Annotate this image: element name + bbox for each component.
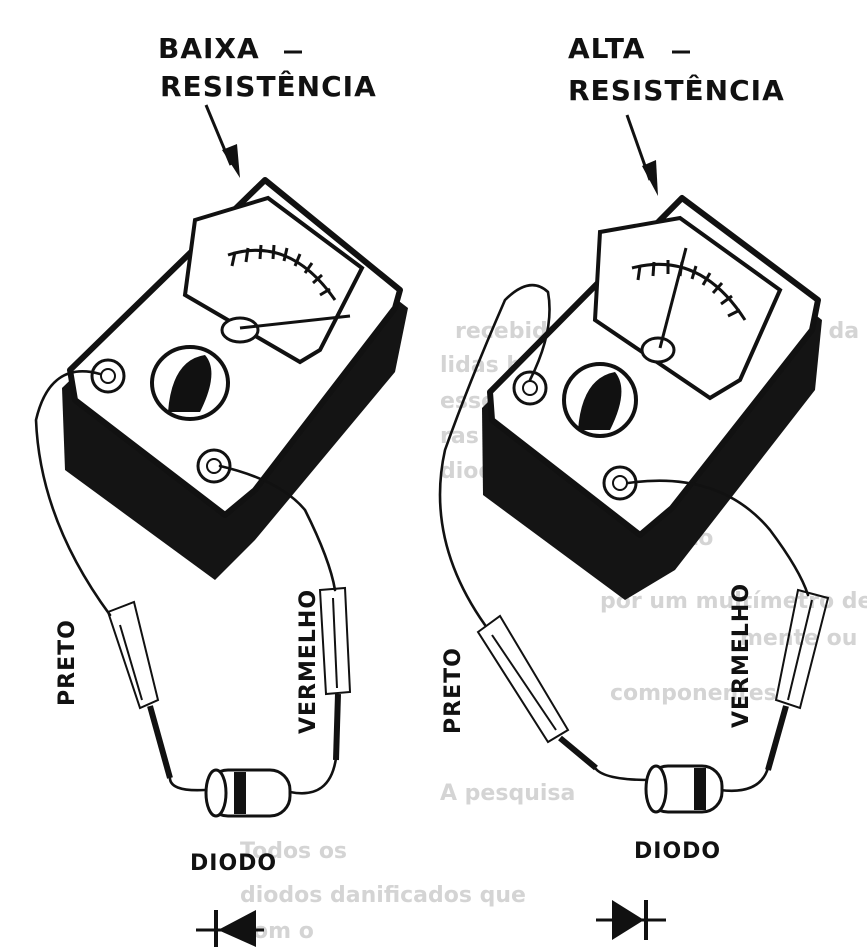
- black-test-lead: [34, 370, 112, 617]
- black-test-lead: [438, 283, 551, 627]
- right-diode-label: DIODO: [634, 839, 721, 864]
- right-black-probe-label: PRETO: [441, 647, 466, 734]
- black-probe-icon: [476, 614, 598, 771]
- right-panel: ALTA RESISTÊNCIA: [438, 32, 830, 940]
- right-diode-component-icon: [644, 764, 724, 814]
- selector-knob-grip: [578, 372, 622, 430]
- selector-knob-grip: [168, 355, 212, 412]
- left-diode-lead-b: [288, 756, 338, 795]
- meter-display-window: [592, 215, 783, 401]
- right-multimeter: [482, 195, 822, 600]
- left-multimeter: [62, 177, 408, 580]
- left-panel: BAIXA RESISTÊNCIA: [34, 32, 408, 947]
- needle-pivot: [220, 316, 260, 344]
- right-caption-arrow-icon: [625, 114, 658, 196]
- right-caption-line2: RESISTÊNCIA: [568, 73, 785, 107]
- bleed-line: A pesquisa: [440, 781, 575, 806]
- left-caption-line2: RESISTÊNCIA: [160, 69, 377, 103]
- black-probe-icon: [106, 600, 173, 779]
- left-diode-component-icon: [204, 768, 292, 818]
- left-red-probe-label: VERMELHO: [296, 589, 321, 734]
- left-caption-arrow-icon: [204, 104, 240, 178]
- right-caption-line1: ALTA: [568, 32, 645, 65]
- bleed-line: diodos danificados que: [240, 883, 526, 908]
- left-diode-label: DIODO: [190, 851, 277, 876]
- red-test-lead: [218, 464, 337, 592]
- bleed-line: Todos os: [240, 839, 347, 864]
- left-black-probe-label: PRETO: [55, 619, 80, 706]
- red-probe-icon: [318, 586, 352, 761]
- meter-needle-low: [239, 314, 351, 330]
- right-diode-lead-a: [592, 764, 652, 782]
- left-diode-lead-a: [168, 774, 207, 792]
- right-red-probe-label: VERMELHO: [729, 583, 754, 728]
- meter-scale-icon: [227, 244, 337, 301]
- left-caption-line1: BAIXA: [158, 32, 260, 65]
- bleed-line: mente ou: [740, 626, 857, 651]
- needle-pivot: [640, 336, 676, 364]
- meter-scale-icon: [631, 260, 747, 321]
- right-diode-lead-b: [718, 766, 770, 793]
- red-probe-icon: [765, 588, 830, 771]
- bleed-line: componentes: [610, 681, 777, 706]
- left-diode-symbol-icon: [196, 910, 264, 947]
- meter-needle-high: [658, 247, 688, 349]
- bleed-line: por um multímetro de: [600, 589, 867, 614]
- right-diode-symbol-icon: [596, 900, 666, 940]
- red-test-lead: [626, 479, 810, 597]
